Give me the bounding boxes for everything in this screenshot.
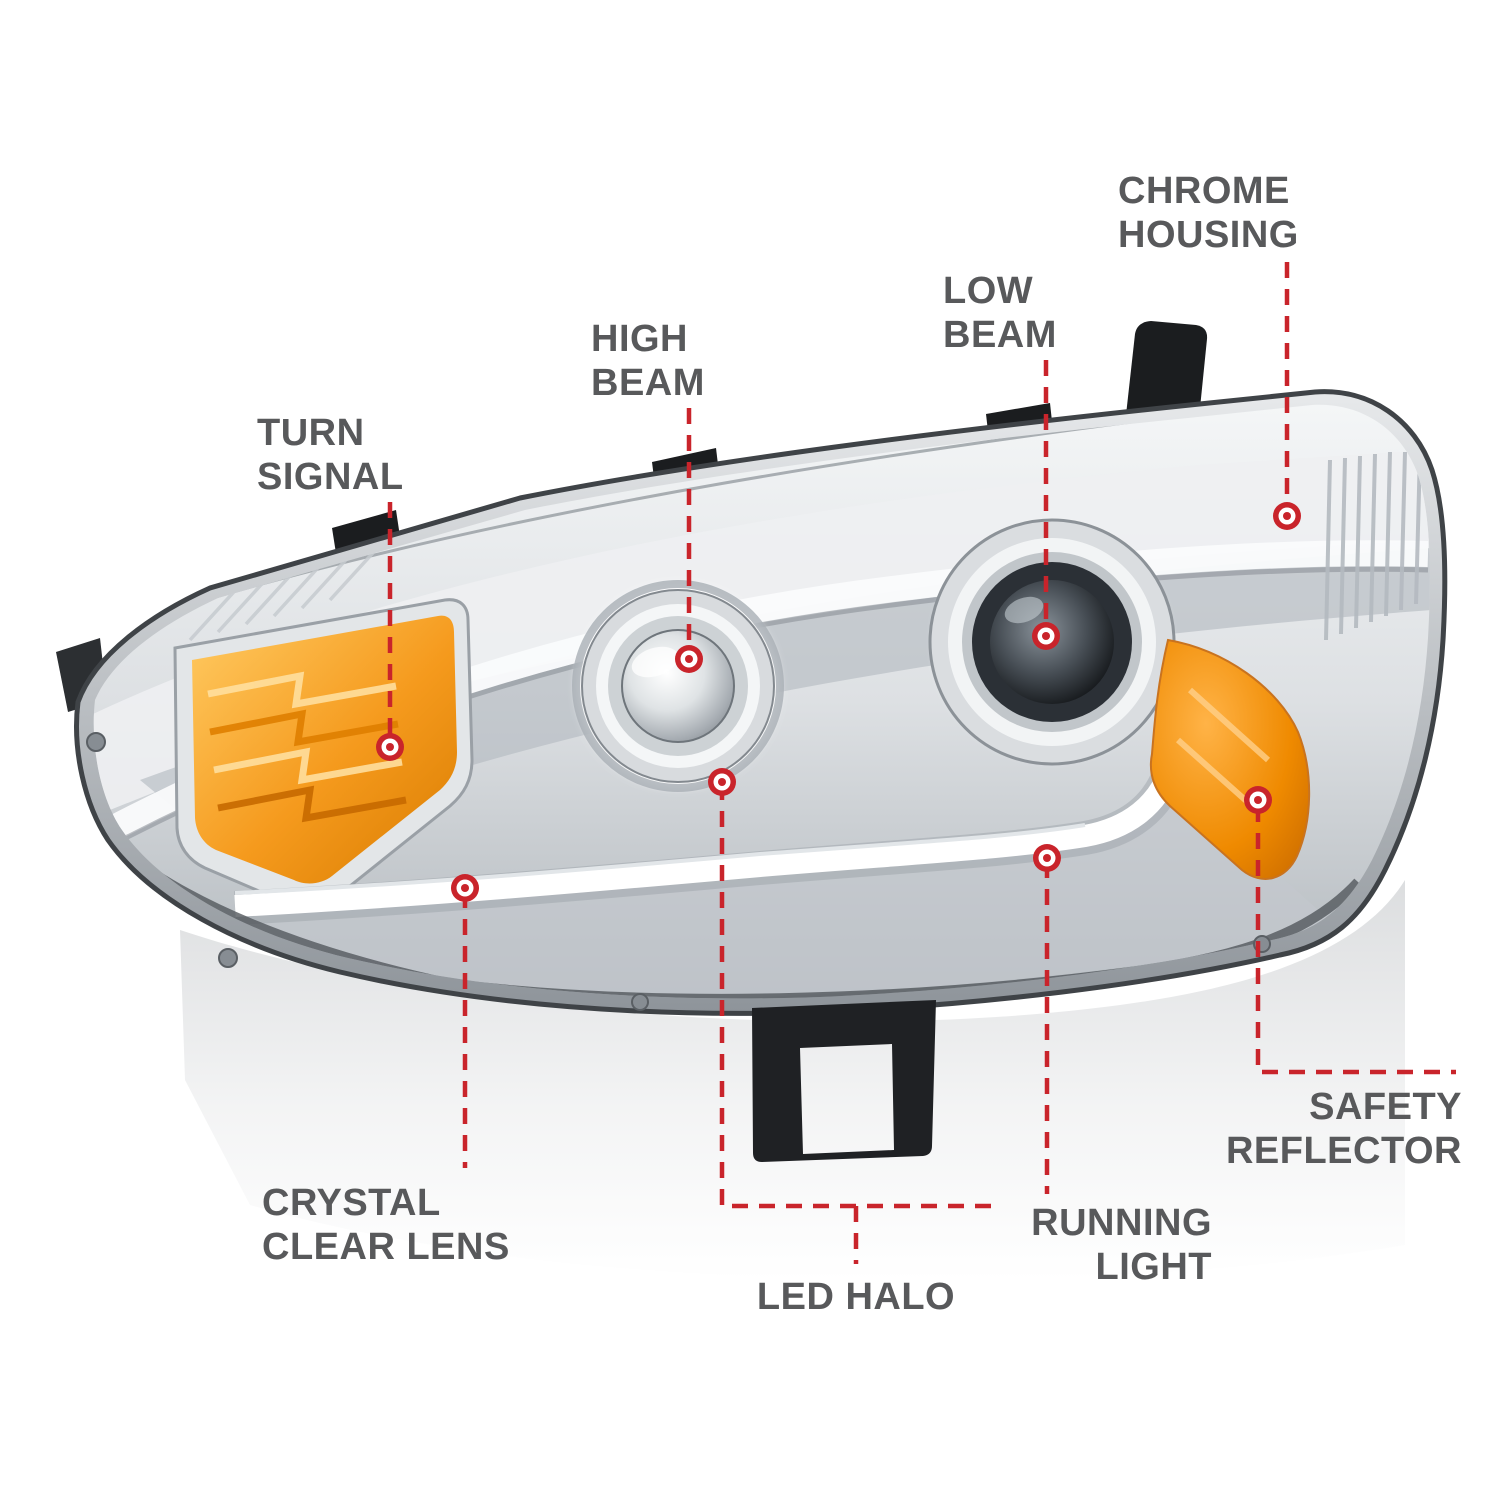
dot-low-beam — [1032, 622, 1060, 650]
bottom-mounting-bracket — [752, 1000, 936, 1162]
callout-dots — [376, 502, 1301, 902]
leader-safety-reflector — [1255, 806, 1456, 1075]
label-safety-reflector: SAFETY REFLECTOR — [1225, 1086, 1462, 1172]
label-turn-signal: TURN SIGNAL — [257, 412, 404, 498]
dot-chrome-housing — [1273, 502, 1301, 530]
leader-lines — [387, 262, 1456, 1264]
leader-led-halo — [719, 784, 1000, 1209]
dot-crystal-clear-lens — [451, 874, 479, 902]
label-running-light: RUNNING LIGHT — [1031, 1202, 1212, 1288]
reflector-highlights — [1176, 687, 1271, 809]
dot-high-beam — [675, 645, 703, 673]
label-crystal-clear-lens: CRYSTAL CLEAR LENS — [262, 1182, 510, 1268]
label-led-halo: LED HALO — [756, 1276, 956, 1318]
high-beam-projector — [572, 580, 784, 792]
dot-turn-signal — [376, 733, 404, 761]
label-chrome-housing: CHROME HOUSING — [1118, 170, 1299, 256]
dot-led-halo — [708, 768, 736, 796]
label-high-beam: HIGH BEAM — [591, 318, 705, 404]
dot-safety-reflector — [1244, 786, 1272, 814]
running-light-strip — [234, 765, 1181, 917]
dot-running-light — [1033, 844, 1061, 872]
turn-signal-zigzag — [207, 671, 407, 823]
safety-reflector-amber — [1150, 638, 1311, 880]
label-low-beam: LOW BEAM — [943, 270, 1057, 356]
